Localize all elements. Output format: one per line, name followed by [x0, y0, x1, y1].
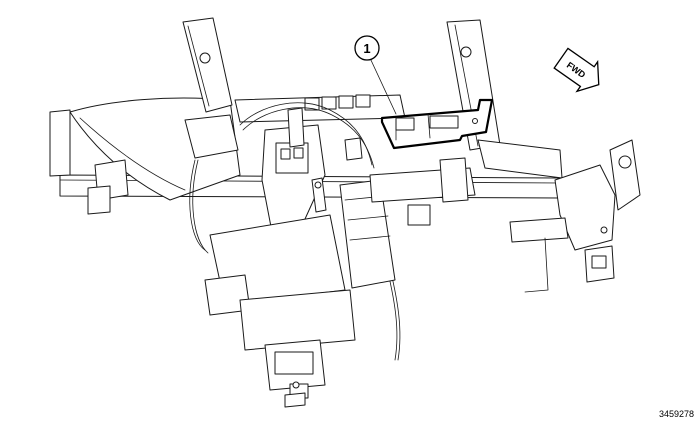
lower-housing	[204, 157, 476, 316]
central-assembly	[261, 107, 363, 233]
right-upright	[446, 19, 563, 179]
figure-number: 3459278	[658, 409, 694, 419]
upper-bracket-row	[234, 94, 406, 123]
fwd-direction-arrow: FWD	[553, 47, 600, 93]
callout-1-number: 1	[363, 41, 370, 56]
module-item-1[interactable]	[380, 98, 494, 150]
right-end-bracket	[509, 139, 641, 293]
lower-column-mount	[239, 289, 356, 408]
callout-1: 1	[354, 35, 397, 115]
left-upright	[182, 17, 239, 159]
